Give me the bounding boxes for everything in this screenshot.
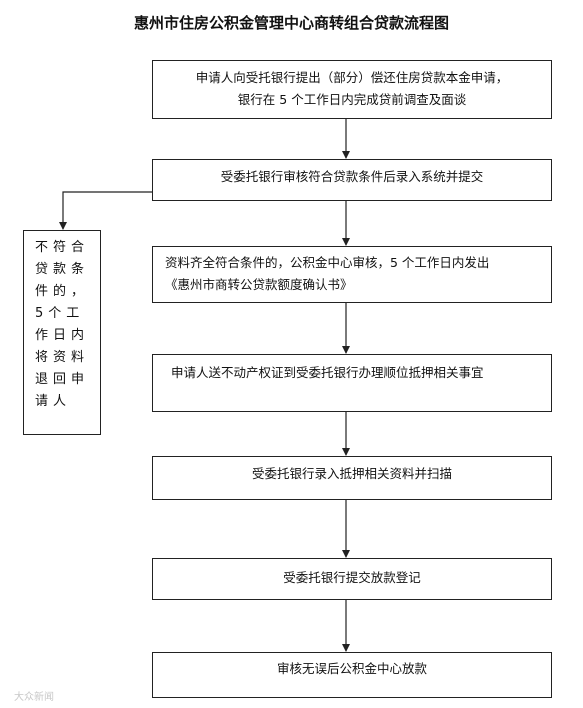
step-3-box: 资料齐全符合条件的，公积金中心审核，5 个工作日内发出 《惠州市商转公贷款额度确…: [152, 246, 552, 303]
step-1-line-2: 银行在 5 个工作日内完成贷前调查及面谈: [237, 92, 467, 107]
arrow-step2-to-reject: [59, 191, 152, 230]
step-3-line-1: 资料齐全符合条件的，公积金中心审核，5 个工作日内发出: [165, 255, 490, 270]
step-4-text: 申请人送不动产权证到受委托银行办理顺位抵押相关事宜: [171, 365, 484, 380]
step-1-box: 申请人向受托银行提出（部分）偿还住房贷款本金申请， 银行在 5 个工作日内完成贷…: [152, 60, 552, 119]
step-2-box: 受委托银行审核符合贷款条件后录入系统并提交: [152, 159, 552, 201]
step-7-box: 审核无误后公积金中心放款: [152, 652, 552, 698]
step-6-text: 受委托银行提交放款登记: [283, 570, 421, 585]
step-5-text: 受委托银行录入抵押相关资料并扫描: [251, 466, 452, 481]
step-3-line-2: 《惠州市商转公贷款额度确认书》: [165, 277, 353, 292]
step-5-box: 受委托银行录入抵押相关资料并扫描: [152, 456, 552, 500]
step-7-text: 审核无误后公积金中心放款: [276, 661, 427, 676]
reject-box: 不符合贷款条件的，5个工作日内将资料退回申请人: [23, 230, 101, 435]
step-4-box: 申请人送不动产权证到受委托银行办理顺位抵押相关事宜: [152, 354, 552, 412]
step-6-box: 受委托银行提交放款登记: [152, 558, 552, 600]
step-1-line-1: 申请人向受托银行提出（部分）偿还住房贷款本金申请，: [195, 70, 509, 85]
step-2-text: 受委托银行审核符合贷款条件后录入系统并提交: [220, 169, 484, 184]
watermark: 大众新闻: [14, 692, 54, 703]
diagram-title: 惠州市住房公积金管理中心商转组合贷款流程图: [133, 14, 449, 32]
